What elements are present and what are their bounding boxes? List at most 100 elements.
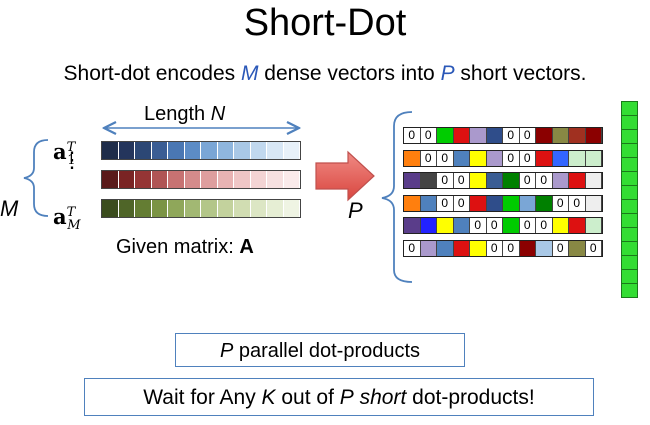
matrix-cell <box>283 142 300 159</box>
box2-text-1: Wait for Any <box>143 386 262 409</box>
box2-text-3: dot-products! <box>406 386 535 409</box>
color-cell <box>420 240 437 256</box>
color-cell <box>519 240 536 256</box>
color-cell <box>536 195 553 211</box>
vertical-dots: ⋮ <box>61 148 83 173</box>
matrix-cell <box>283 200 300 217</box>
matrix-cell <box>267 171 284 188</box>
subtitle: Short-dot encodes M dense vectors into P… <box>0 62 650 86</box>
row-label-a1: aT1 <box>53 139 76 168</box>
color-cell <box>470 173 487 188</box>
zero-cell: 0 <box>420 150 437 166</box>
color-cell <box>536 240 553 256</box>
color-cell <box>486 128 503 143</box>
color-cell <box>404 218 421 233</box>
zero-cell: 0 <box>503 240 520 256</box>
color-cell <box>585 128 602 143</box>
matrix-cell <box>168 142 185 159</box>
matrix-cell <box>184 142 201 159</box>
row-label-am-sub: M <box>67 218 81 234</box>
green-cell <box>621 143 638 158</box>
zero-cell: 0 <box>486 240 503 256</box>
subtitle-text-1: Short-dot encodes <box>63 62 241 85</box>
matrix-a <box>101 141 301 228</box>
color-cell <box>437 240 454 256</box>
matrix-cell <box>267 200 284 217</box>
matrix-cell <box>250 171 267 188</box>
p-label: P <box>348 198 363 223</box>
color-cell <box>453 128 470 143</box>
box2-var-p: P <box>339 386 354 409</box>
matrix-cell <box>168 200 185 217</box>
zero-cell: 0 <box>437 173 454 188</box>
length-var-n: N <box>210 103 226 125</box>
box2-text-2: out of <box>275 386 340 409</box>
length-text: Length <box>144 103 211 125</box>
matrix-cell <box>118 142 135 159</box>
matrix-cell <box>118 171 135 188</box>
green-cell <box>621 255 638 270</box>
zero-cell: 0 <box>453 195 470 211</box>
green-cell <box>621 227 638 242</box>
box1-text: parallel dot-products <box>233 340 421 362</box>
matrix-cell <box>151 200 168 217</box>
zero-cell: 0 <box>503 128 520 143</box>
subtitle-text-2: dense vectors into <box>258 62 441 85</box>
matrix-row <box>101 141 301 160</box>
zero-cell: 0 <box>552 240 569 256</box>
color-cell <box>552 150 569 166</box>
matrix-cell <box>118 200 135 217</box>
zero-cell: 0 <box>437 150 454 166</box>
matrix-cell <box>217 200 234 217</box>
green-cell <box>621 185 638 200</box>
color-cell <box>585 173 602 188</box>
color-cell <box>437 218 454 233</box>
color-cell <box>552 173 569 188</box>
matrix-cell <box>135 171 152 188</box>
row-label-am-sup: T <box>66 205 76 220</box>
color-cell <box>420 218 437 233</box>
matrix-cell <box>151 142 168 159</box>
color-cell <box>404 150 421 166</box>
matrix-cell <box>184 200 201 217</box>
color-cell <box>470 195 487 211</box>
length-label: Length N <box>144 103 225 126</box>
zero-cell: 0 <box>503 150 520 166</box>
color-cell <box>569 218 586 233</box>
zero-cell: 0 <box>569 195 586 211</box>
color-cell <box>569 240 586 256</box>
matrix-cell <box>250 142 267 159</box>
matrix-cell <box>267 142 284 159</box>
matrix-cell <box>168 171 185 188</box>
color-cell <box>437 128 454 143</box>
matrix-cell <box>250 200 267 217</box>
zero-cell: 0 <box>519 218 536 233</box>
zero-cell: 0 <box>519 128 536 143</box>
matrix-cell <box>283 171 300 188</box>
color-cell <box>552 128 569 143</box>
transform-arrow <box>315 150 375 202</box>
color-cell <box>503 173 520 188</box>
m-brace <box>23 139 49 217</box>
color-cell <box>503 218 520 233</box>
zero-cell: 0 <box>519 173 536 188</box>
subtitle-text-3: short vectors. <box>454 62 587 85</box>
row-label-a1-sub: 1 <box>67 153 76 169</box>
green-cell <box>621 213 638 228</box>
row-label-am: aTM <box>53 204 81 233</box>
zero-cell: 0 <box>420 128 437 143</box>
zero-cell: 0 <box>437 195 454 211</box>
color-cell <box>453 150 470 166</box>
matrix-cell <box>217 171 234 188</box>
matrix-cell <box>201 171 218 188</box>
color-cell <box>585 218 602 233</box>
subtitle-var-m: M <box>240 62 259 85</box>
green-cell <box>621 101 638 116</box>
row-label-a1-base: a <box>53 139 67 164</box>
zero-cell: 0 <box>585 240 602 256</box>
